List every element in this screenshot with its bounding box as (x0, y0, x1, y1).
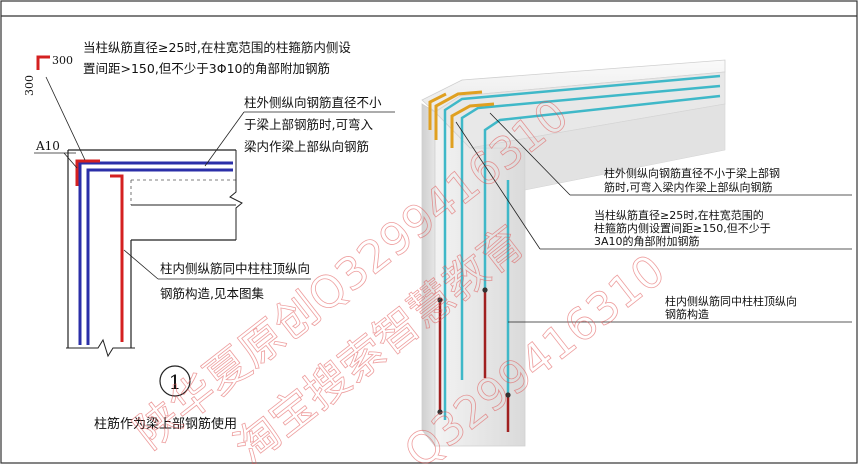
beam-break-symbol (229, 150, 243, 240)
cyan-bar-1 (443, 74, 721, 140)
inner-column-bar (110, 174, 124, 342)
outer-column-bar-2 (86, 168, 233, 345)
inner-note-line1: 柱内侧纵筋同中柱柱顶纵向 (160, 261, 310, 276)
top-note-leader (45, 76, 86, 161)
column-break-symbol (66, 338, 135, 358)
beam-underside (469, 103, 726, 191)
top-note-line1: 当柱纵筋直径≥25时,在柱宽范围的柱箍筋内侧设 (83, 40, 351, 55)
callout-1-line1: 柱外侧纵向钢筋直径不小于梁上部钢 (604, 166, 780, 180)
outer-note-line3: 梁内作梁上部纵向钢筋 (244, 139, 369, 154)
inner-note-line2: 钢筋构造,见本图集 (160, 286, 264, 301)
detail-number-circle (159, 365, 191, 397)
callout-1-leader (489, 112, 571, 196)
column-front-face (434, 111, 526, 447)
dim-horizontal: 300 (52, 54, 73, 67)
detail-caption: 柱筋作为梁上部钢筋使用 (94, 416, 237, 432)
callout-2-line3: 3A10的角部附加钢筋 (594, 234, 700, 248)
detail-number: 1 (169, 370, 182, 394)
callout-3-line2: 钢筋构造 (665, 307, 709, 321)
outer-column-bar (78, 161, 233, 345)
cyan-bar-2 (460, 84, 721, 152)
top-note-line2: 置间距>150,但不少于3Φ10的角部附加钢筋 (83, 61, 330, 76)
splice-dot-2 (482, 287, 488, 293)
corner-bar-symbol (36, 55, 50, 70)
callout-2-line1: 当柱纵筋直径≥25时,在柱宽范围的 (594, 208, 764, 222)
callout-2-leader (455, 121, 541, 250)
left-detail: 300 300 A10 当柱纵筋直径≥25时,在柱宽范围的柱箍筋内侧设 置间距>… (23, 40, 395, 432)
orange-corner-bar-2 (450, 102, 495, 148)
orange-corner-bar-1 (434, 90, 483, 140)
dim-vertical: 300 (23, 75, 36, 96)
a10-label: A10 (35, 139, 60, 153)
splice-dot-1 (437, 297, 443, 303)
callout-3-line1: 柱内侧纵筋同中柱柱顶纵向 (665, 294, 797, 308)
outer-note-line1: 柱外侧纵向钢筋直径不小 (244, 95, 382, 110)
inner-note-leader (123, 249, 159, 280)
outer-note-line2: 于梁上部钢筋时,可弯入 (244, 117, 373, 132)
corner-additional-bar (75, 159, 100, 186)
splice-dot-3 (505, 392, 511, 398)
callout-1-line2: 筋时,可弯入梁内作梁上部纵向钢筋 (604, 180, 773, 194)
cyan-bar-3 (483, 94, 721, 160)
right-detail: 柱外侧纵向钢筋直径不小于梁上部钢 筋时,可弯入梁内作梁上部纵向钢筋 当柱纵筋直径… (421, 59, 852, 448)
outer-note-leader (204, 111, 245, 167)
callout-2-line2: 柱箍筋内侧设置间距≥150,但不少于 (594, 221, 771, 235)
a10-leader (63, 152, 78, 169)
orange-corner-bar-3 (428, 92, 447, 130)
splice-dot-4 (437, 409, 443, 415)
